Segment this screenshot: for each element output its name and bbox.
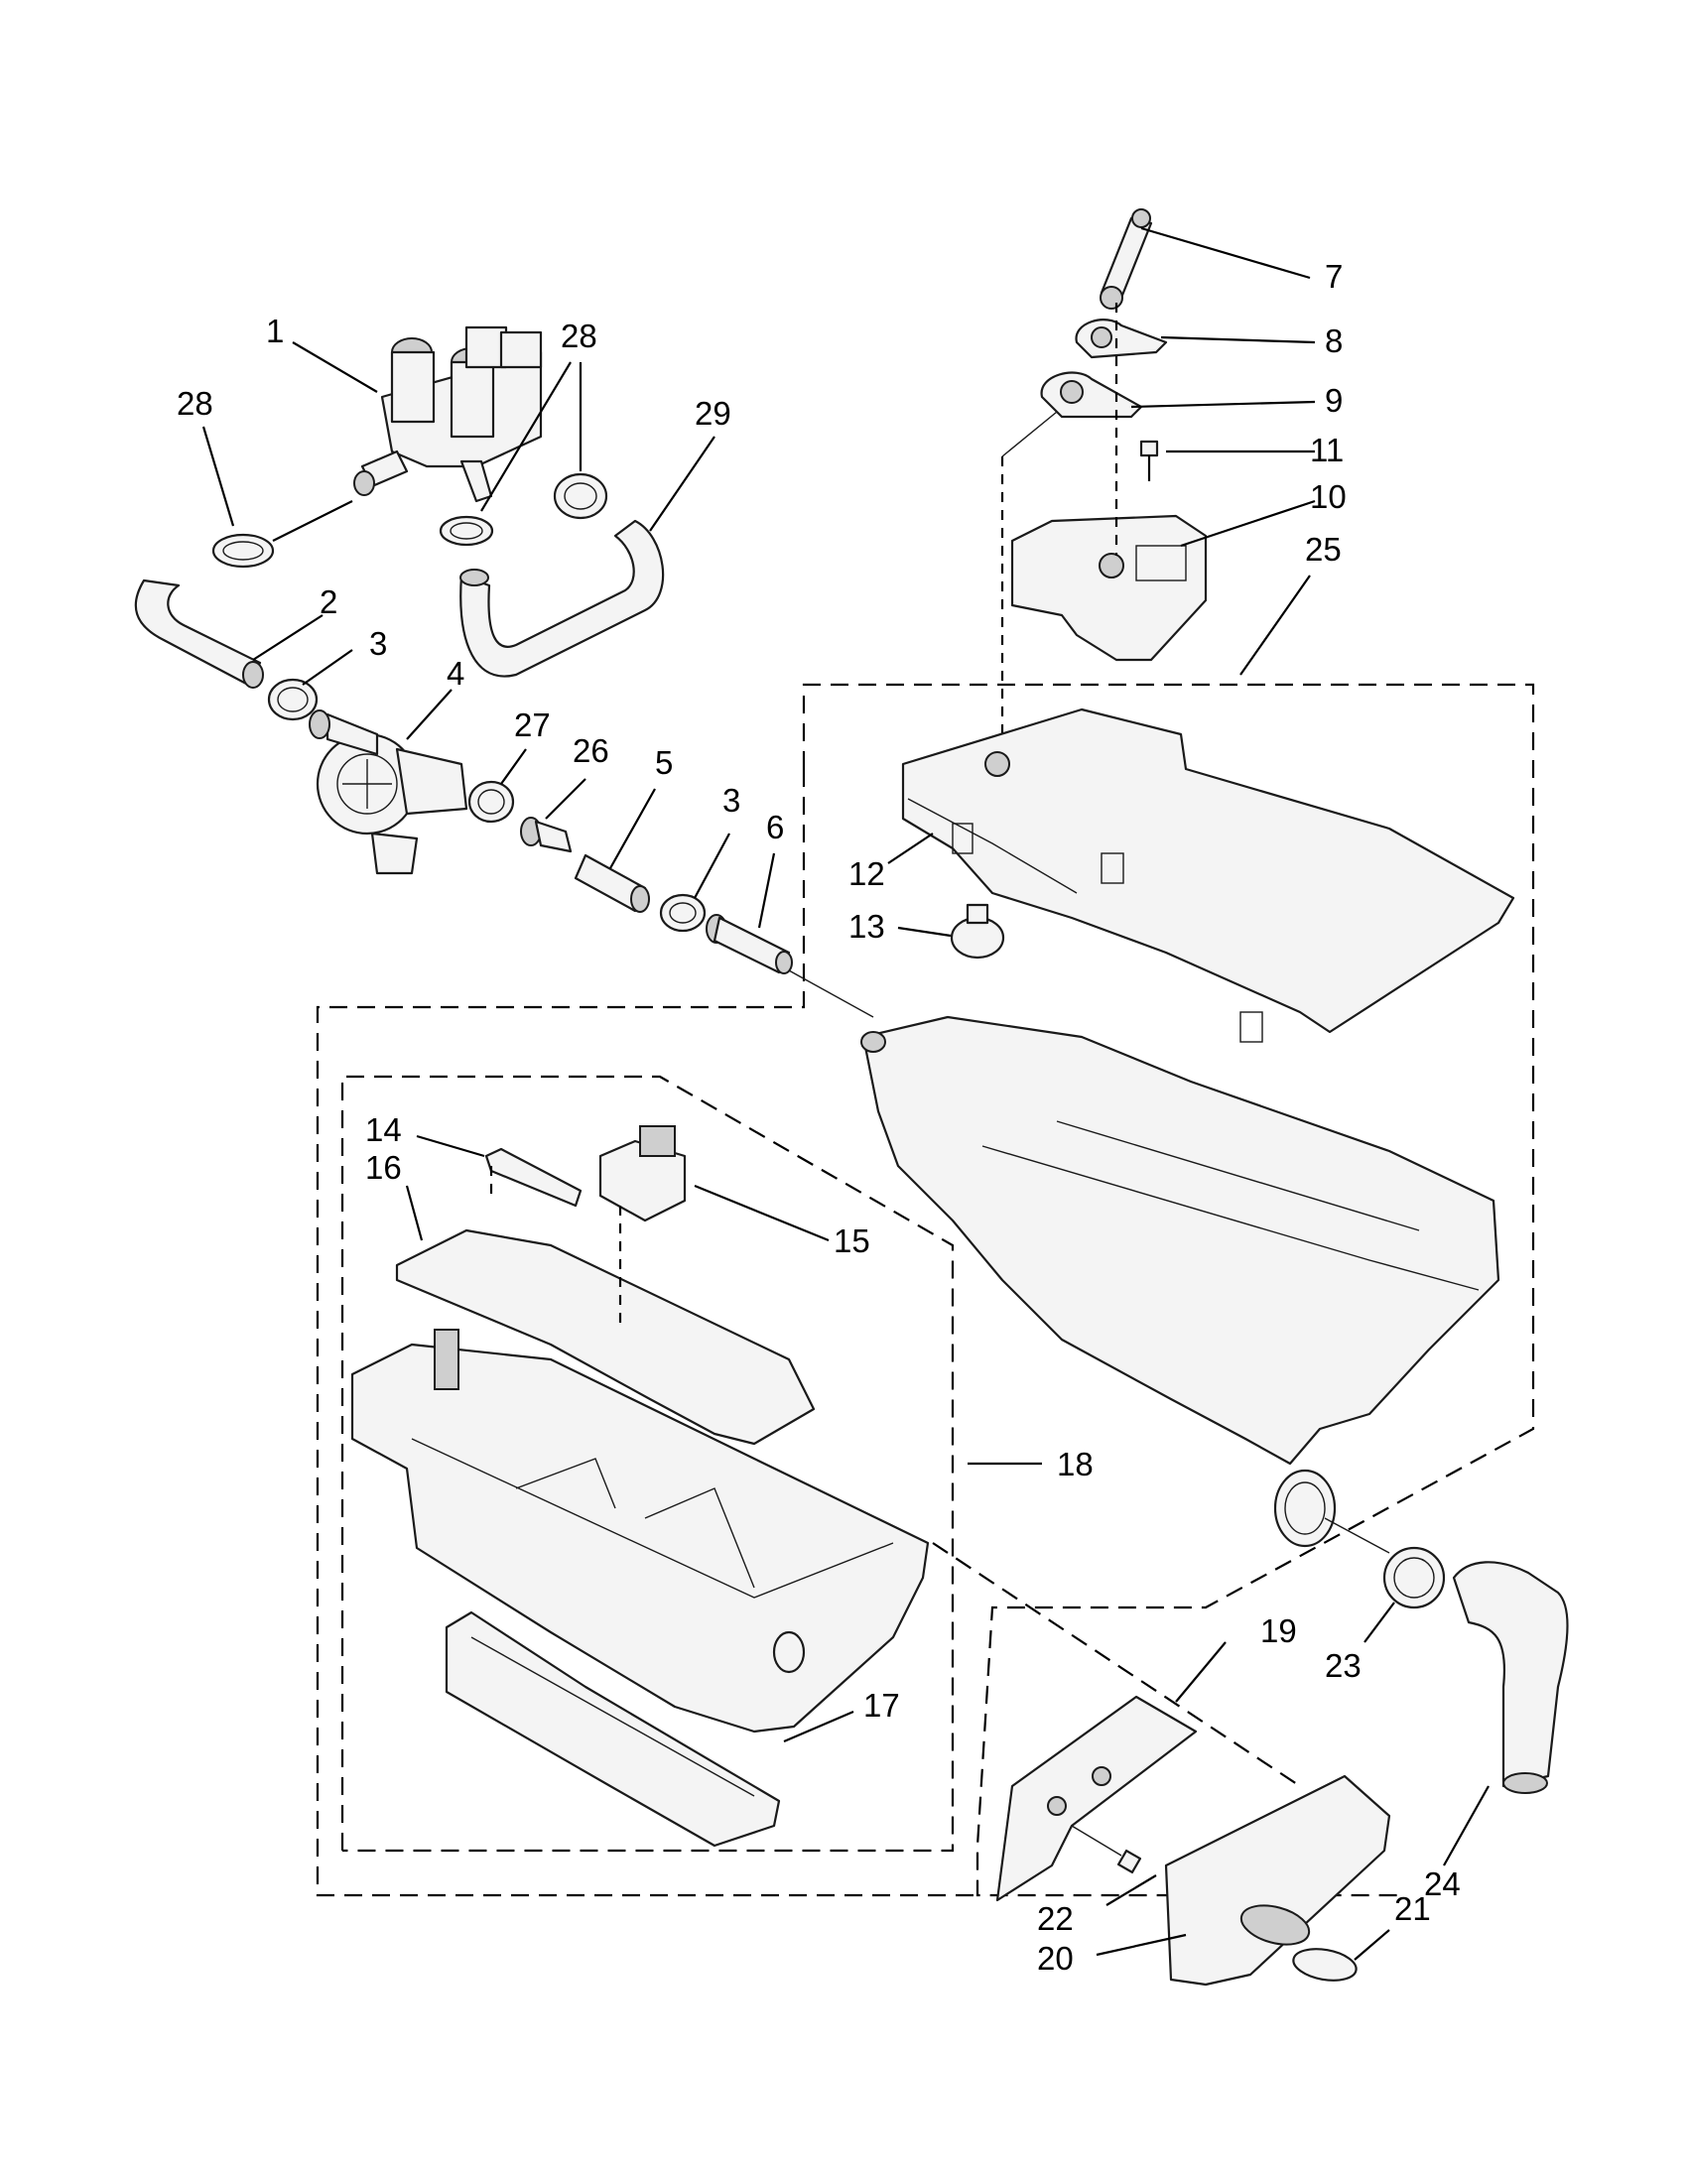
label-28-middle: 28 (561, 318, 597, 354)
label-19: 19 (1260, 1612, 1297, 1649)
label-16: 16 (365, 1149, 402, 1186)
actuator-motor-10 (1010, 514, 1208, 662)
gasket-9 (1040, 371, 1143, 419)
label-17: 17 (863, 1687, 900, 1724)
cam-8 (1075, 319, 1168, 359)
label-1: 1 (266, 313, 284, 349)
dispenser-housing (860, 1015, 1500, 1466)
assembly-25-boundary (802, 683, 1535, 1897)
assembly-lines (932, 1542, 1301, 1787)
drawer-handle-20 (1164, 1774, 1391, 1987)
label-29: 29 (695, 395, 731, 432)
label-9: 9 (1325, 382, 1343, 419)
label-21: 21 (1394, 1890, 1431, 1927)
label-6: 6 (766, 809, 784, 845)
tube-5 (574, 853, 650, 913)
label-10: 10 (1310, 478, 1347, 515)
label-7: 7 (1325, 258, 1343, 295)
label-18: 18 (1057, 1446, 1094, 1482)
label-4: 4 (447, 655, 464, 692)
label-5: 5 (655, 744, 673, 781)
label-24: 24 (1424, 1865, 1461, 1902)
drain-hose-24 (1452, 1561, 1569, 1794)
water-inlet-valve (353, 325, 543, 503)
clamp-3-right (659, 893, 707, 933)
label-14: 14 (365, 1111, 402, 1148)
hose-clamp-left (211, 533, 275, 569)
actuator-left-arm (1001, 411, 1058, 457)
label-25: 25 (1305, 531, 1342, 568)
label-15: 15 (834, 1222, 870, 1259)
link-arm-7 (1100, 208, 1153, 310)
assembly-18-outer-boundary (316, 769, 977, 1897)
label-3-left: 3 (369, 625, 387, 662)
inlet-hose (134, 578, 264, 689)
siphon-14 (484, 1147, 583, 1208)
dispenser-cover-12 (901, 707, 1515, 1043)
outlet-port (1273, 1469, 1337, 1548)
label-13: 13 (848, 908, 885, 945)
label-23: 23 (1325, 1647, 1362, 1684)
label-27: 27 (514, 707, 551, 743)
nozzle-6 (706, 914, 793, 974)
screw-11 (1139, 440, 1159, 481)
label-12: 12 (848, 855, 885, 892)
dispenser-drawer (350, 1329, 930, 1734)
dispenser-lid-16 (395, 1228, 816, 1446)
hose-clamp-middle (439, 472, 608, 547)
assembly-18-inner-boundary (340, 1075, 955, 1853)
clamp-27 (467, 780, 515, 824)
badge-21 (1239, 1904, 1358, 1982)
label-28-left: 28 (177, 385, 213, 422)
label-8: 8 (1325, 322, 1343, 359)
outlet-line (1324, 1517, 1390, 1554)
label-26: 26 (573, 732, 609, 769)
bleach-cup-15 (598, 1125, 687, 1222)
label-20: 20 (1037, 1940, 1074, 1977)
clamp-3-left (267, 678, 319, 721)
fitting-26 (520, 817, 573, 853)
valve-hose (459, 519, 665, 678)
water-inlet-housing (309, 709, 468, 875)
hose-path-line (788, 969, 874, 1018)
label-3-right: 3 (722, 782, 740, 819)
screw-22 (1071, 1825, 1142, 1874)
sensor-13 (950, 903, 1005, 960)
leader-lines (201, 226, 1490, 1961)
seal-ring-23 (1382, 1546, 1446, 1609)
drawer-front-17 (445, 1610, 781, 1848)
label-11: 11 (1310, 432, 1344, 468)
label-2: 2 (320, 583, 337, 620)
label-22: 22 (1037, 1900, 1074, 1937)
